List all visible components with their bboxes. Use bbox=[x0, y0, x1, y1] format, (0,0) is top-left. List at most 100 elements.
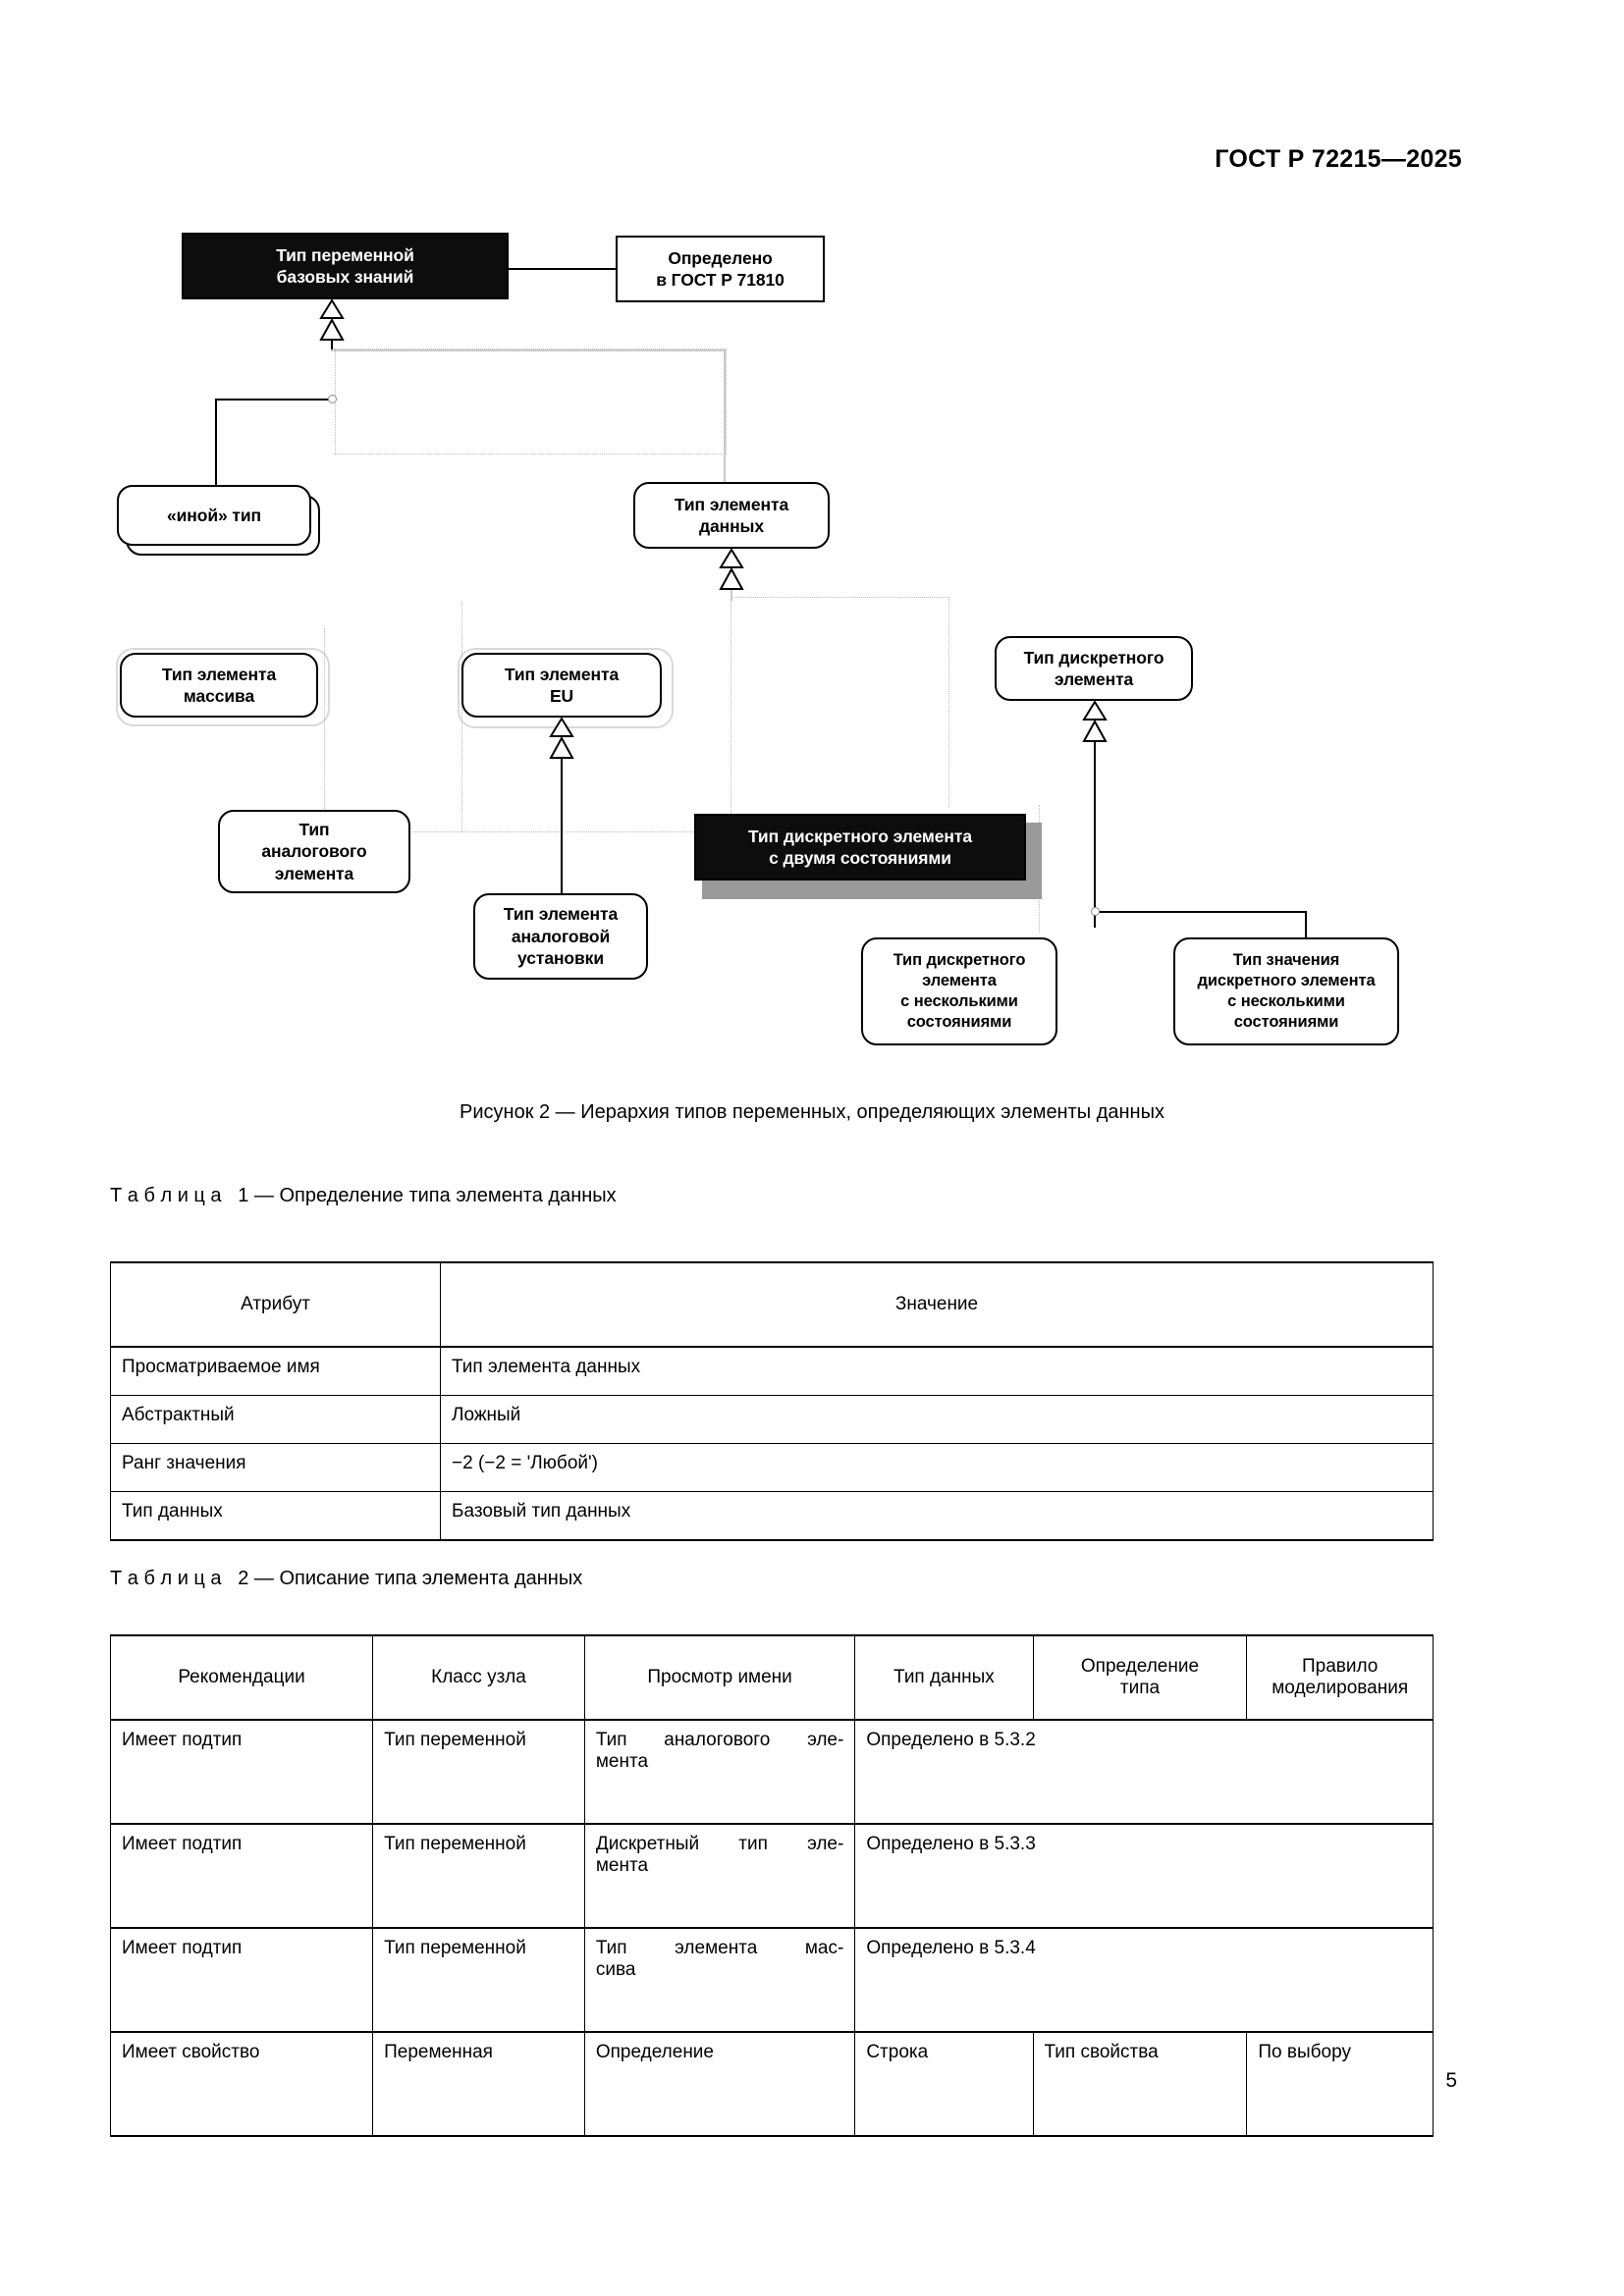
node-label: «иной» тип bbox=[166, 505, 261, 525]
diagram-faint-line bbox=[726, 348, 727, 454]
generalization-arrow bbox=[549, 717, 574, 762]
connector-eu-to-setpoint bbox=[561, 758, 564, 895]
node-label: Определено в ГОСТ Р 71810 bbox=[656, 247, 785, 290]
node-discrete-element-type: Тип дискретного элемента bbox=[995, 636, 1193, 701]
generalization-arrow bbox=[719, 548, 744, 593]
connector-to-other-type bbox=[215, 399, 333, 401]
node-multi-state-discrete-type: Тип дискретного элемента с несколькими с… bbox=[861, 937, 1057, 1045]
table-row: Просматриваемое имя Тип элемента данных bbox=[110, 1346, 1434, 1396]
connector-junction-dot bbox=[1091, 907, 1100, 916]
connector-to-other-type-drop bbox=[215, 399, 218, 487]
node-data-element-type: Тип элемента данных bbox=[633, 482, 830, 549]
table-1-cell-value: Тип элемента данных bbox=[440, 1346, 1434, 1396]
document-header-standard-number: ГОСТ Р 72215—2025 bbox=[1215, 145, 1462, 173]
table-2-cell-spanned-definition: Определено в 5.3.2 bbox=[854, 1719, 1434, 1825]
diagram-faint-line bbox=[948, 597, 949, 808]
table-2-cell-type-definition: Тип свойства bbox=[1032, 2031, 1248, 2137]
table-2-header-data-type: Тип данных bbox=[854, 1634, 1034, 1721]
table-2-cell-recommendation: Имеет подтип bbox=[109, 1927, 374, 2033]
diagram-faint-line bbox=[461, 602, 462, 832]
table-2: Рекомендации Класс узла Просмотр имени Т… bbox=[109, 1634, 1434, 2137]
node-label: Тип дискретного элемента с двумя состоян… bbox=[748, 826, 972, 868]
table-row: Имеет свойство Переменная Определение Ст… bbox=[109, 2031, 1434, 2137]
page-number: 5 bbox=[1445, 2069, 1457, 2092]
node-label: Тип элемента аналоговой установки bbox=[503, 904, 619, 969]
table-2-cell-browse-name: Определение bbox=[583, 2031, 856, 2137]
table-1-cell-value: Базовый тип данных bbox=[440, 1491, 1434, 1541]
connector-stem bbox=[331, 340, 334, 349]
node-eu-element-type: Тип элемента EU bbox=[461, 653, 662, 718]
table-row: Тип данных Базовый тип данных bbox=[110, 1491, 1434, 1541]
diagram-faint-line bbox=[324, 831, 736, 832]
generalization-arrow bbox=[1082, 700, 1108, 745]
connector-to-data-element bbox=[724, 349, 726, 487]
table-2-cell-modelling-rule: По выбору bbox=[1246, 2031, 1434, 2137]
table-header-row: Рекомендации Класс узла Просмотр имени Т… bbox=[109, 1634, 1434, 1721]
table-1-caption: Т а б л и ц а 1 — Определение типа элеме… bbox=[110, 1185, 617, 1206]
table-2-cell-node-class: Переменная bbox=[372, 2031, 585, 2137]
node-two-state-discrete-type: Тип дискретного элемента с двумя состоян… bbox=[694, 814, 1026, 881]
figure-2-caption: Рисунок 2 — Иерархия типов переменных, о… bbox=[460, 1101, 1164, 1123]
connector-discrete-stem bbox=[1094, 741, 1097, 928]
node-label: Тип элемента данных bbox=[674, 494, 789, 536]
table-1-header-attribute: Атрибут bbox=[110, 1261, 441, 1348]
table-1-cell-attribute: Просматриваемое имя bbox=[110, 1346, 441, 1396]
node-label: Тип аналогового элемента bbox=[261, 819, 367, 883]
table-2-cell-data-type: Строка bbox=[854, 2031, 1034, 2137]
node-label: Тип элемента EU bbox=[504, 664, 620, 706]
node-other-type: «иной» тип bbox=[117, 485, 311, 546]
node-array-element-type: Тип элемента массива bbox=[120, 653, 318, 718]
table-2-cell-node-class: Тип переменной bbox=[372, 1823, 585, 1929]
node-label: Тип дискретного элемента с несколькими с… bbox=[893, 950, 1026, 1032]
table-2-cell-browse-name: Тип аналогового эле- мента bbox=[583, 1719, 856, 1825]
table-2-cell-node-class: Тип переменной bbox=[372, 1719, 585, 1825]
table-1-cell-value: Ложный bbox=[440, 1395, 1434, 1444]
diagram-faint-line bbox=[334, 348, 727, 349]
diagram-faint-line bbox=[731, 597, 948, 598]
table-2-cell-browse-name: Тип элемента мас- сива bbox=[583, 1927, 856, 2033]
table-2-cell-recommendation: Имеет подтип bbox=[109, 1719, 374, 1825]
node-multi-state-value-type: Тип значения дискретного элемента с неск… bbox=[1173, 937, 1399, 1045]
connector-junction-dot bbox=[328, 395, 337, 403]
table-2-header-type-definition: Определение типа bbox=[1032, 1634, 1248, 1721]
generalization-arrow bbox=[319, 298, 345, 344]
table-1-cell-attribute: Тип данных bbox=[110, 1491, 441, 1541]
table-2-cell-spanned-definition: Определено в 5.3.4 bbox=[854, 1927, 1434, 2033]
node-label: Тип переменной базовых знаний bbox=[276, 244, 414, 287]
table-1-cell-attribute: Абстрактный bbox=[110, 1395, 441, 1444]
diagram-faint-line bbox=[324, 628, 325, 832]
table-2-cell-spanned-definition: Определено в 5.3.3 bbox=[854, 1823, 1434, 1929]
table-1-header-value: Значение bbox=[440, 1261, 1434, 1348]
table-2-header-modelling-rule: Правило моделирования bbox=[1246, 1634, 1434, 1721]
connector-base-to-note bbox=[509, 268, 617, 271]
node-label: Тип элемента массива bbox=[161, 664, 277, 706]
node-label: Тип значения дискретного элемента с неск… bbox=[1197, 950, 1376, 1032]
table-1-cell-attribute: Ранг значения bbox=[110, 1443, 441, 1492]
table-1: Атрибут Значение Просматриваемое имя Тип… bbox=[110, 1261, 1434, 1541]
table-2-header-recommendation: Рекомендации bbox=[109, 1634, 374, 1721]
table-header-row: Атрибут Значение bbox=[110, 1261, 1434, 1348]
connector-discrete-to-value bbox=[1095, 911, 1307, 914]
node-label: Тип дискретного элемента bbox=[1023, 647, 1164, 689]
node-defined-in-gost: Определено в ГОСТ Р 71810 bbox=[616, 236, 825, 302]
table-2-header-browse-name: Просмотр имени bbox=[583, 1634, 856, 1721]
table-2-cell-node-class: Тип переменной bbox=[372, 1927, 585, 2033]
table-2-cell-recommendation: Имеет подтип bbox=[109, 1823, 374, 1929]
table-row: Имеет подтип Тип переменной Тип элемента… bbox=[109, 1927, 1434, 2033]
table-row: Ранг значения −2 (−2 = 'Любой') bbox=[110, 1443, 1434, 1492]
connector-stem bbox=[731, 589, 732, 601]
node-analog-element-type: Тип аналогового элемента bbox=[218, 810, 410, 893]
table-2-caption: Т а б л и ц а 2 — Описание типа элемента… bbox=[110, 1568, 583, 1589]
table-2-header-node-class: Класс узла bbox=[372, 1634, 585, 1721]
table-row: Имеет подтип Тип переменной Дискретный т… bbox=[109, 1823, 1434, 1929]
table-1-cell-value: −2 (−2 = 'Любой') bbox=[440, 1443, 1434, 1492]
table-2-cell-browse-name: Дискретный тип эле- мента bbox=[583, 1823, 856, 1929]
table-row: Имеет подтип Тип переменной Тип аналогов… bbox=[109, 1719, 1434, 1825]
table-row: Абстрактный Ложный bbox=[110, 1395, 1434, 1444]
connector-distribution-bar bbox=[331, 349, 724, 351]
node-analog-setpoint-type: Тип элемента аналоговой установки bbox=[473, 893, 648, 980]
table-2-cell-recommendation: Имеет свойство bbox=[109, 2031, 374, 2137]
node-array-element-haze bbox=[116, 648, 330, 726]
figure-2-diagram: Тип переменной базовых знаний Определено… bbox=[0, 0, 1624, 1099]
